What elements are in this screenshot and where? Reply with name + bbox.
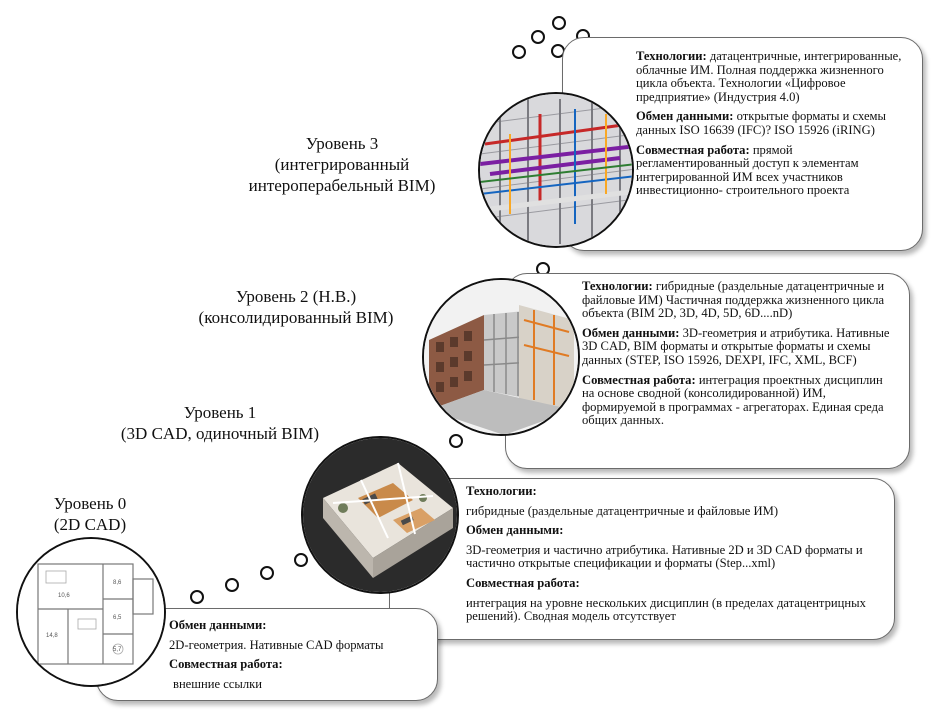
level3-technologies: Технологии: датацентричные, интегрирован… (636, 49, 908, 104)
bubble-dot (552, 16, 566, 30)
level3-tech-text: датацентричные, интегрированные, облачны… (636, 49, 902, 104)
level1-description-box: Технологии: гибридные (раздельные датаце… (389, 478, 895, 640)
level1-tech-text: гибридные (раздельные датацентричные и ф… (466, 503, 779, 518)
bubble-dot (294, 553, 308, 567)
plan-label: 5,7 (113, 647, 122, 653)
plan-label: 8,6 (113, 580, 122, 586)
level2-collaboration: Совместная работа: интеграция проектных … (582, 372, 895, 428)
level2-data-exchange: Обмен данными: 3D-геометрия и атрибутика… (582, 325, 895, 368)
level0-exchange-text: 2D-геометрия. Нативные CAD форматы (169, 637, 384, 652)
level1-collab-text: интеграция на уровне нескольких дисципли… (466, 595, 866, 624)
level0-exchange-label: Обмен данными: (169, 618, 267, 632)
level0-floor-plan-image: 10,6 8,6 14,8 6,5 5,7 (16, 537, 166, 687)
level2-title: Уровень 2 (Н.В.) (консолидированный BIM) (186, 286, 406, 328)
plan-label: 6,5 (113, 615, 122, 621)
level3-data-exchange: Обмен данными: открытые форматы и схемы … (636, 110, 908, 137)
level3-title-line1: Уровень 3 (305, 134, 379, 153)
bubble-dot (190, 590, 204, 604)
level0-title-line1: Уровень 0 (53, 494, 127, 513)
level2-title-line2: (консолидированный BIM) (198, 308, 394, 327)
level2-collab-text: интеграция проектных дисциплин на основе… (582, 372, 884, 428)
level3-collaboration: Совместная работа: прямой регламентирова… (636, 142, 908, 198)
level0-title-line2: (2D CAD) (53, 515, 127, 534)
level0-collab-label: Совместная работа: (169, 657, 283, 672)
level1-title-line1: Уровень 1 (183, 403, 257, 422)
level1-exchange-text: 3D-геометрия и частично атрибутика. Нати… (466, 542, 863, 571)
bubble-dot (531, 30, 545, 44)
level2-collab-label: Совместная работа: (582, 372, 696, 387)
level2-technologies: Технологии: гибридные (раздельные датаце… (582, 279, 895, 321)
level3-tech-label: Технологии: (636, 49, 707, 63)
level3-title-line3: интероперабельный BIM) (248, 176, 436, 195)
level2-exchange-label: Обмен данными: (582, 325, 680, 340)
level1-tech-label: Технологии: (466, 484, 537, 498)
level3-collab-text: прямой регламентированный доступ к элеме… (636, 142, 859, 198)
level0-collab-text: внешние ссылки (173, 676, 262, 691)
level1-3d-apartment-image (301, 436, 459, 594)
level3-bim-mep-image (478, 92, 634, 248)
level2-tech-text: гибридные (раздельные датацентричные и ф… (582, 279, 885, 321)
bubble-dot (225, 578, 239, 592)
level3-exchange-label: Обмен данными: (636, 109, 734, 124)
level2-exchange-text: 3D-геометрия и атрибутика. Нативные 3D C… (582, 325, 890, 367)
level1-title-line2: (3D CAD, одиночный BIM) (120, 424, 320, 443)
level2-building-model-image (422, 278, 580, 436)
bubble-dot (449, 434, 463, 448)
level1-exchange-label: Обмен данными: (466, 523, 564, 538)
bubble-dot (260, 566, 274, 580)
level2-tech-label: Технологии: (582, 279, 653, 293)
level3-title-line2: (интегрированный (274, 155, 410, 174)
level0-description-box: Обмен данными: 2D-геометрия. Нативные CA… (96, 608, 438, 701)
level2-title-line1: Уровень 2 (Н.В.) (235, 287, 357, 306)
level1-title: Уровень 1 (3D CAD, одиночный BIM) (100, 402, 340, 444)
level1-collab-label: Совместная работа: (466, 575, 580, 590)
level0-title: Уровень 0 (2D CAD) (35, 493, 145, 535)
level3-title: Уровень 3 (интегрированный интероперабел… (232, 133, 452, 196)
plan-label: 14,8 (46, 633, 58, 639)
level3-collab-label: Совместная работа: (636, 142, 750, 157)
level3-exchange-text: открытые форматы и схемы данных ISO 1663… (636, 109, 886, 137)
plan-label: 10,6 (58, 593, 70, 599)
bubble-dot (512, 45, 526, 59)
